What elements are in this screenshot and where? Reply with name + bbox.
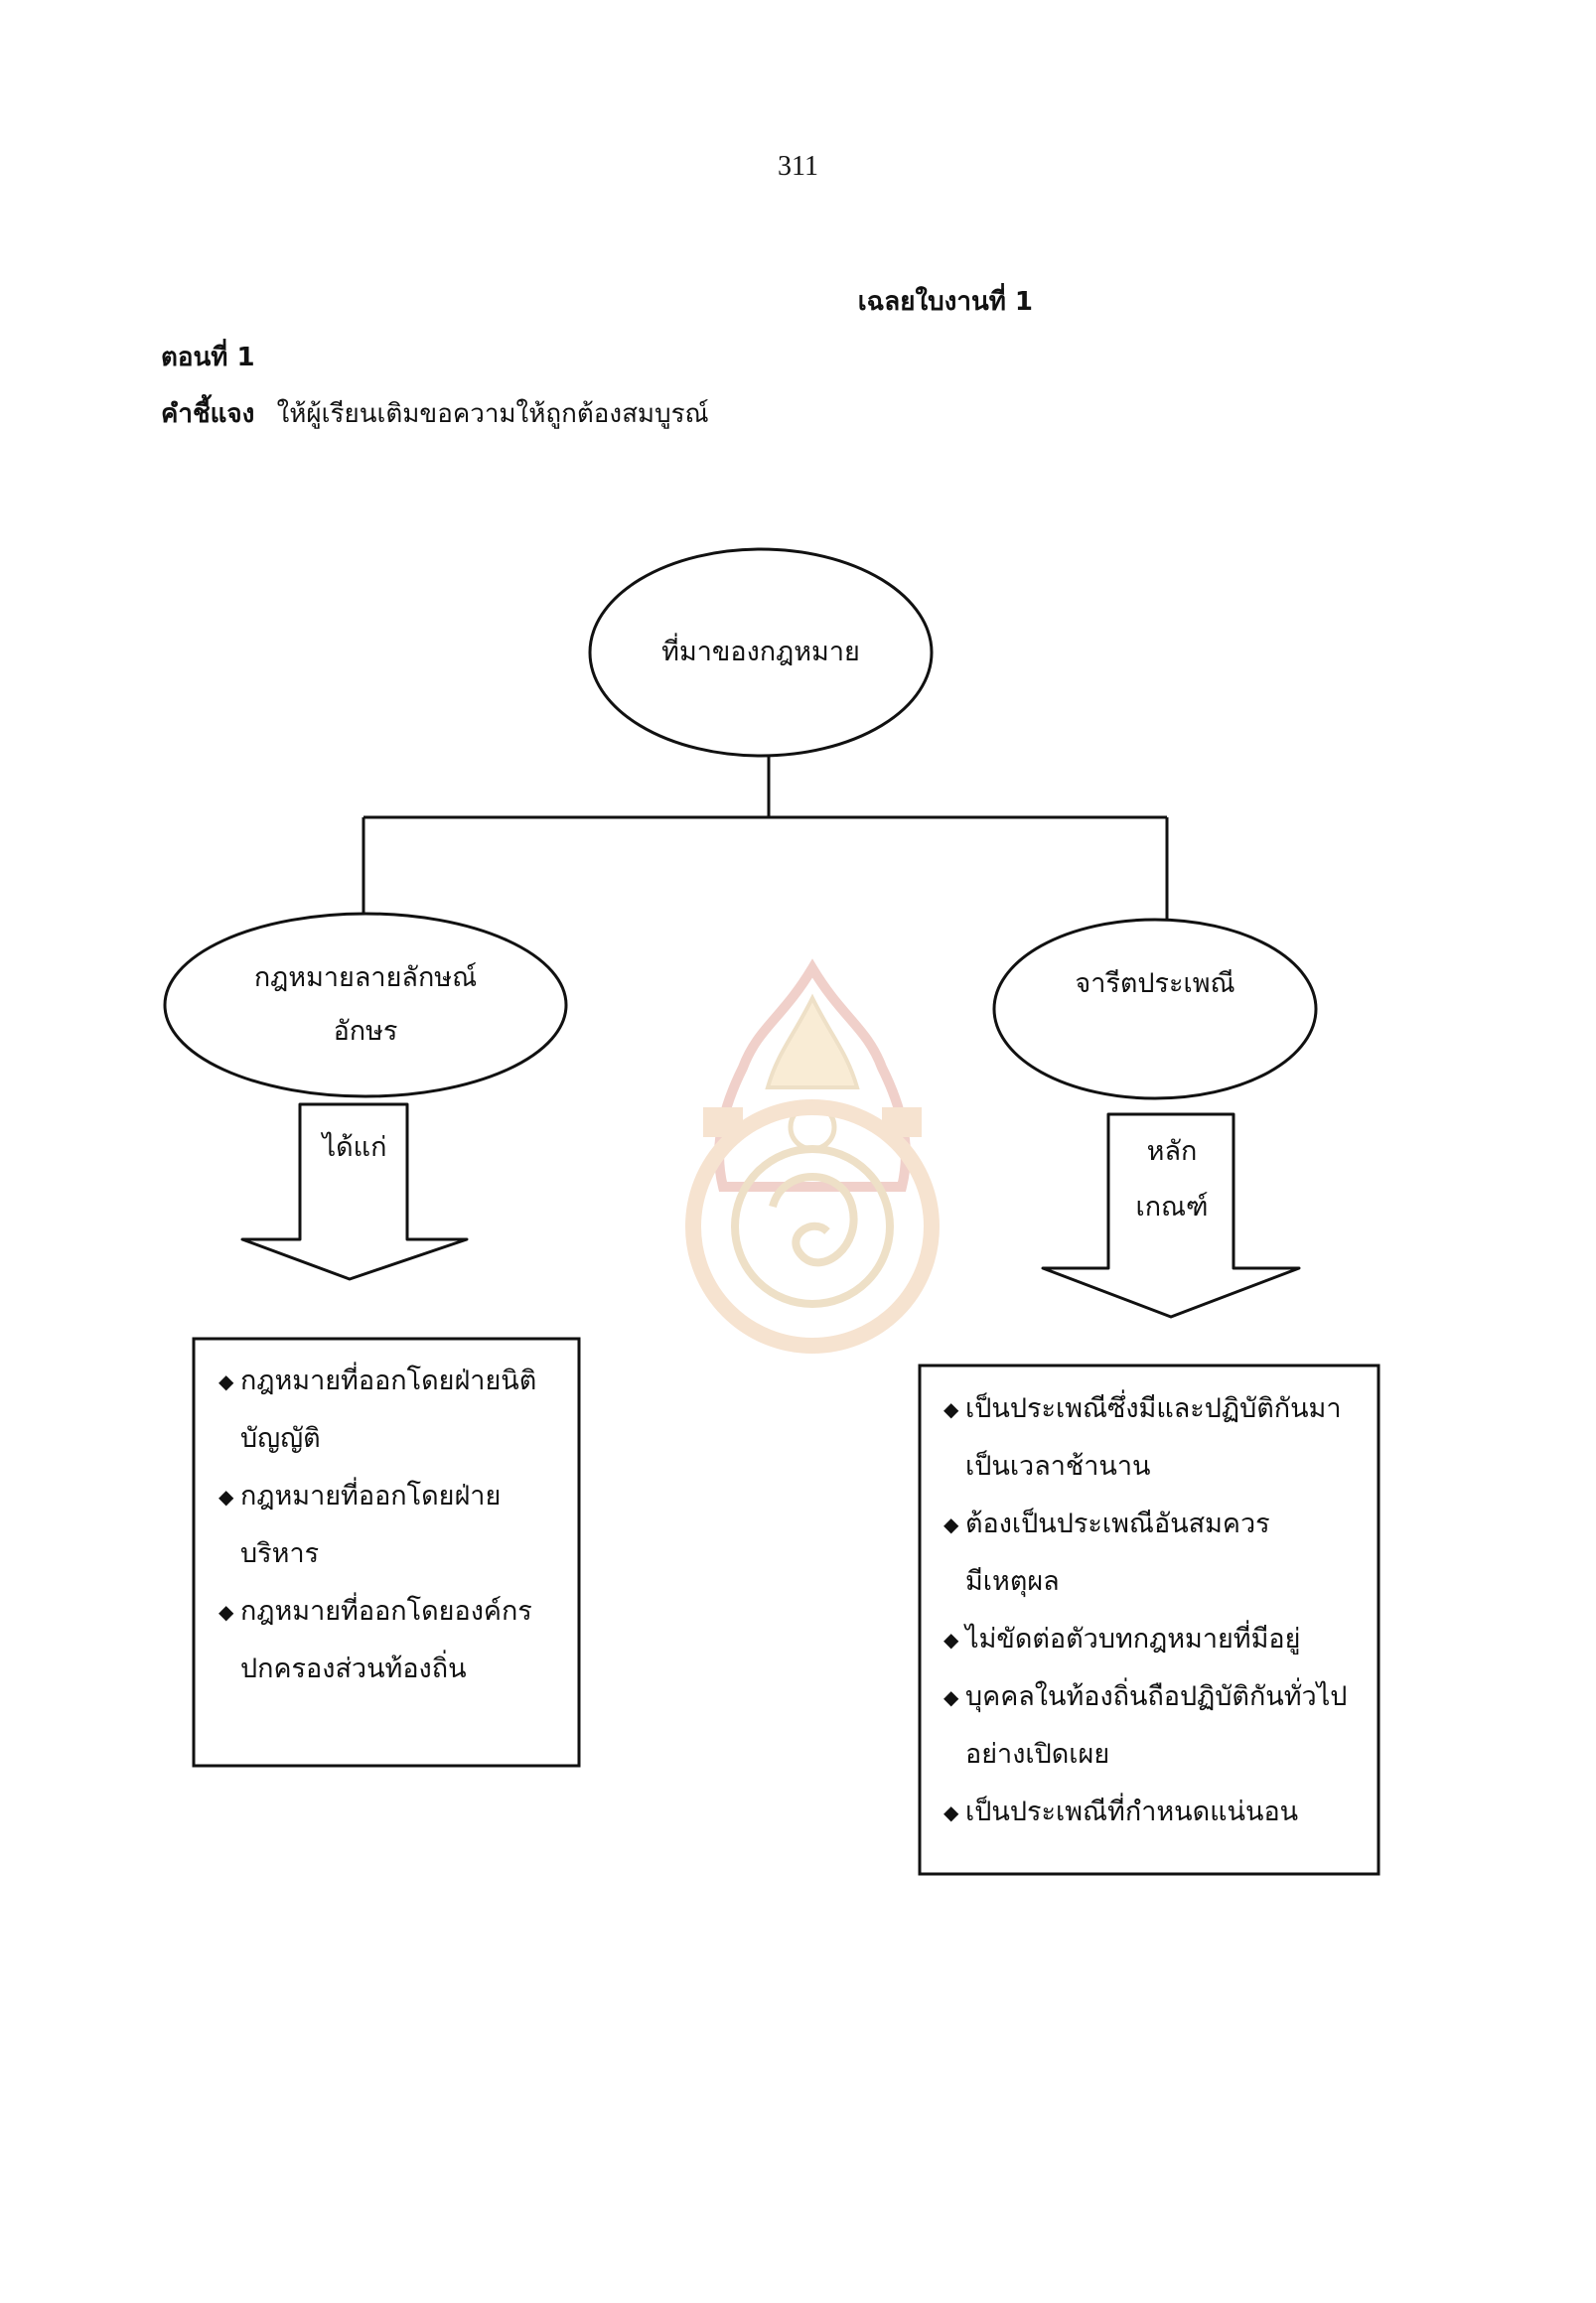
list-item-line1: กฎหมายที่ออกโดยองค์กร: [240, 1596, 532, 1627]
list-item-line1: เป็นประเพณีซึ่งมีและปฏิบัติกันมา: [965, 1393, 1342, 1424]
right-arrow-label-line2: เกณฑ์: [1135, 1192, 1209, 1223]
root-node-shape: [588, 547, 934, 758]
page-number: 311: [778, 151, 818, 182]
sheet-title: เฉลยใบงานที่ 1: [857, 287, 1033, 317]
diamond-bullet-icon: ◆: [943, 1628, 959, 1652]
right-arrow-label-line1: หลัก: [1146, 1136, 1198, 1167]
list-item-line2: มีเหตุผล: [965, 1566, 1060, 1597]
instruction-label: คำชี้แจง: [161, 399, 255, 429]
instruction-text: ให้ผู้เรียนเติมขอความให้ถูกต้องสมบูรณ์: [276, 399, 709, 429]
left-node-shape: [163, 912, 568, 1098]
list-item-line2: บริหาร: [240, 1538, 320, 1569]
diamond-bullet-icon: ◆: [218, 1485, 234, 1509]
list-item: ◆ ไม่ขัดต่อตัวบทกฎหมายที่มีอยู่: [943, 1611, 1366, 1668]
diamond-bullet-icon: ◆: [218, 1600, 234, 1624]
instruction: คำชี้แจง ให้ผู้เรียนเติมขอความให้ถูกต้อง…: [161, 393, 709, 434]
ministry-seal-icon: [685, 958, 940, 1354]
diamond-bullet-icon: ◆: [943, 1685, 959, 1709]
root-node: ที่มาของกฎหมาย: [661, 637, 860, 667]
part-label: ตอนที่ 1: [161, 343, 255, 372]
left-arrow-shape: [240, 1102, 469, 1281]
list-item-line1: บุคคลในท้องถิ่นถือปฏิบัติกันทั่วไป: [965, 1681, 1348, 1712]
list-item-line1: กฎหมายที่ออกโดยฝ่ายนิติ: [240, 1366, 537, 1396]
list-item-line1: กฎหมายที่ออกโดยฝ่าย: [240, 1481, 502, 1511]
left-box-list: ◆ กฎหมายที่ออกโดยฝ่ายนิติ บัญญัติ ◆ กฎหม…: [218, 1353, 566, 1698]
right-arrow-shape: [1041, 1112, 1301, 1319]
list-item: ◆ เป็นประเพณีซึ่งมีและปฏิบัติกันมา เป็นเ…: [943, 1380, 1366, 1496]
list-item-line2: เป็นเวลาช้านาน: [965, 1451, 1151, 1482]
list-item-line1: เป็นประเพณีที่กำหนดแน่นอน: [965, 1797, 1299, 1827]
right-node-shape: [992, 918, 1318, 1100]
left-box-shape: [192, 1337, 581, 1768]
list-item-line1: ไม่ขัดต่อตัวบทกฎหมายที่มีอยู่: [965, 1624, 1301, 1655]
list-item: ◆ กฎหมายที่ออกโดยฝ่ายนิติ บัญญัติ: [218, 1353, 566, 1468]
diamond-bullet-icon: ◆: [218, 1369, 234, 1393]
list-item-line2: บัญญัติ: [240, 1423, 321, 1454]
left-node-line2: อักษร: [333, 1016, 398, 1047]
list-item: ◆ เป็นประเพณีที่กำหนดแน่นอน: [943, 1784, 1366, 1841]
left-arrow-label: ได้แก่: [322, 1132, 387, 1163]
diamond-bullet-icon: ◆: [943, 1397, 959, 1421]
right-node: จารีตประเพณี: [1075, 968, 1235, 999]
list-item: ◆ ต้องเป็นประเพณีอันสมควร มีเหตุผล: [943, 1496, 1366, 1611]
list-item-line1: ต้องเป็นประเพณีอันสมควร: [965, 1509, 1270, 1539]
list-item: ◆ บุคคลในท้องถิ่นถือปฏิบัติกันทั่วไป อย่…: [943, 1668, 1366, 1784]
list-item-line2: ปกครองส่วนท้องถิ่น: [240, 1654, 467, 1684]
list-item: ◆ กฎหมายที่ออกโดยองค์กร ปกครองส่วนท้องถิ…: [218, 1583, 566, 1698]
right-box-list: ◆ เป็นประเพณีซึ่งมีและปฏิบัติกันมา เป็นเ…: [943, 1380, 1366, 1841]
list-item: ◆ กฎหมายที่ออกโดยฝ่าย บริหาร: [218, 1468, 566, 1583]
list-item-line2: อย่างเปิดเผย: [965, 1739, 1110, 1770]
right-box-shape: [918, 1364, 1380, 1876]
left-node-line1: กฎหมายลายลักษณ์: [253, 962, 478, 993]
right-arrow-label: หลัก เกณฑ์: [1111, 1124, 1233, 1235]
left-node: กฎหมายลายลักษณ์ อักษร: [187, 951, 544, 1059]
diamond-bullet-icon: ◆: [943, 1512, 959, 1536]
diamond-bullet-icon: ◆: [943, 1800, 959, 1824]
